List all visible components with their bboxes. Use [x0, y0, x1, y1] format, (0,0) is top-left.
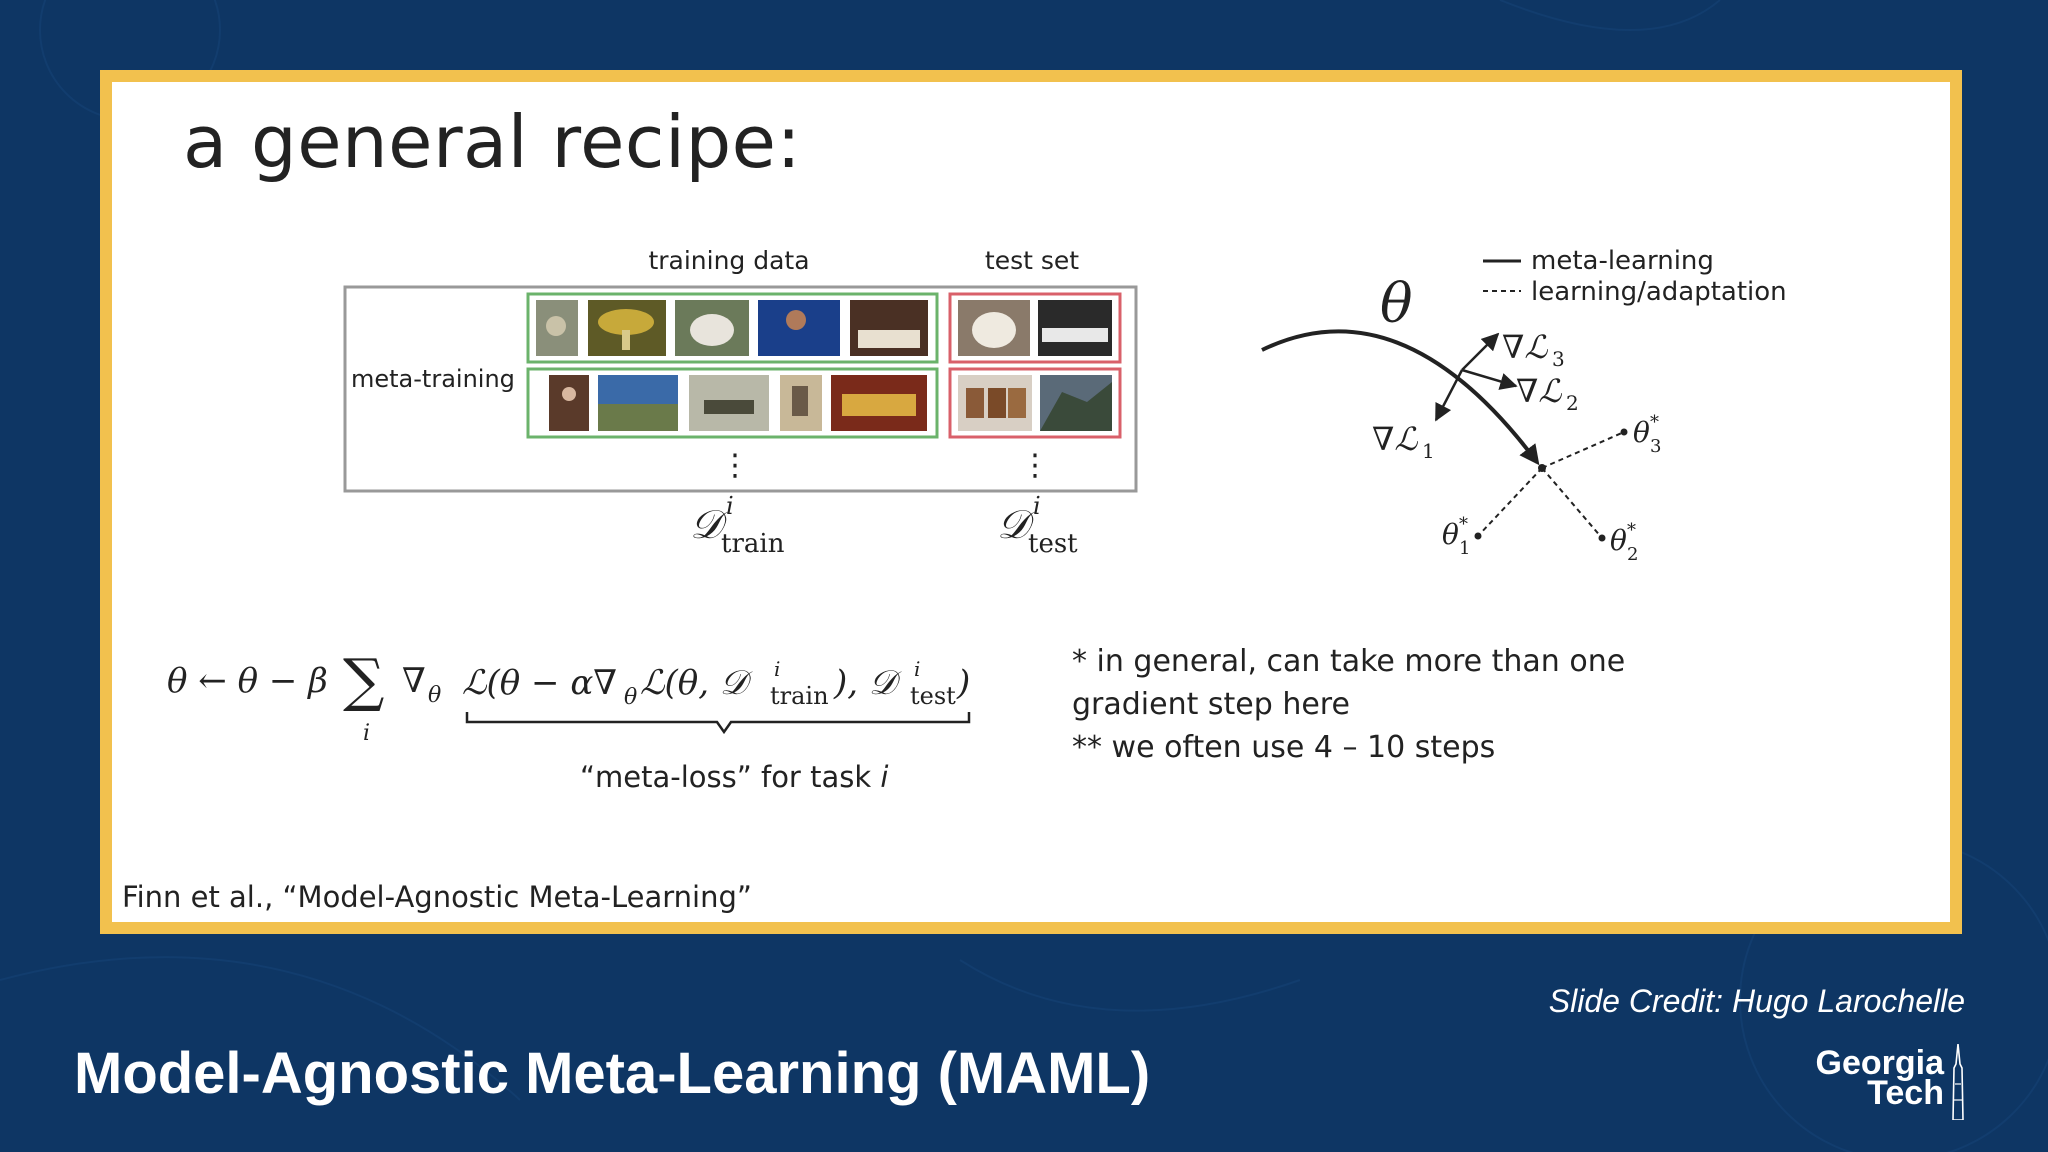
- citation: Finn et al., “Model-Agnostic Meta-Learni…: [122, 880, 752, 914]
- svg-text:θ: θ: [1633, 416, 1650, 449]
- tech-tower-icon: [1952, 1044, 1964, 1120]
- svg-text:train: train: [721, 529, 785, 559]
- header-test-set: test set: [985, 246, 1079, 275]
- maml-update-equation: θ ← θ − β ∑ i ∇ θ ℒ(θ − α∇ θ ℒ(θ, 𝒟 i tr…: [167, 646, 970, 746]
- meta-loss-underbrace: [465, 712, 971, 735]
- footnote-line-3: ** we often use 4 – 10 steps: [1072, 730, 1496, 765]
- theta2-star-label: θ * 2: [1610, 520, 1638, 565]
- slide-credit: Slide Credit: Hugo Larochelle: [1548, 983, 1965, 1019]
- legend-learning-adaptation: learning/adaptation: [1531, 277, 1787, 307]
- train-set-row-2: [526, 367, 939, 439]
- grad-l1-arrow: [1434, 369, 1464, 422]
- logo-line-2: Tech: [1867, 1074, 1944, 1112]
- logo-line-1: Georgia: [1815, 1044, 1944, 1082]
- train-set-row-1: [526, 292, 939, 364]
- svg-text:∇ℒ: ∇ℒ: [1372, 420, 1418, 458]
- svg-text:1: 1: [1459, 538, 1470, 559]
- svg-text:test: test: [910, 682, 956, 710]
- equation-sum-index: i: [363, 721, 370, 746]
- d-test-label: 𝒟 i test: [997, 492, 1078, 559]
- svg-text:2: 2: [1627, 544, 1638, 565]
- svg-text:2: 2: [1566, 391, 1579, 415]
- grad-l3-arrow: [1461, 332, 1500, 371]
- svg-text:train: train: [770, 682, 829, 710]
- svg-text:test: test: [1028, 529, 1078, 559]
- legend-meta-learning: meta-learning: [1531, 246, 1714, 276]
- svg-text:i: i: [1033, 492, 1041, 520]
- svg-text:*: *: [1650, 412, 1659, 433]
- footnote-line-1: * in general, can take more than one: [1072, 644, 1626, 679]
- georgia-tech-logo: Georgia Tech: [1790, 1044, 1970, 1120]
- adapt-line-3: [1541, 431, 1625, 469]
- svg-text:i: i: [774, 657, 780, 681]
- maml-diagram: training data test set meta-training: [167, 246, 1787, 794]
- svg-text:θ: θ: [624, 685, 637, 710]
- test-set-row-1: [948, 292, 1122, 364]
- svg-text:θ: θ: [1442, 518, 1459, 551]
- d-train-label: 𝒟 i train: [690, 492, 785, 559]
- svg-text:*: *: [1627, 520, 1636, 541]
- svg-text:ℒ(θ, 𝒟: ℒ(θ, 𝒟: [640, 663, 753, 703]
- adapt-line-1: [1477, 467, 1543, 537]
- test-set-row-2: [948, 367, 1122, 439]
- svg-text:∇ℒ: ∇ℒ: [1502, 328, 1548, 366]
- equation-loss: ℒ(θ − α∇: [462, 663, 617, 703]
- graph-legend: meta-learning learning/adaptation: [1483, 246, 1787, 307]
- svg-text:i: i: [726, 492, 734, 520]
- svg-text:), 𝒟: ), 𝒟: [833, 663, 902, 703]
- train-ellipsis: ⋮: [720, 448, 750, 483]
- svg-text:θ: θ: [1610, 524, 1627, 557]
- train-row-2-images: [549, 375, 927, 431]
- grad-l2-arrow: [1461, 368, 1518, 390]
- equation-sum: ∑: [343, 646, 384, 714]
- theta1-star-label: θ * 1: [1442, 514, 1470, 559]
- svg-text:∇ℒ: ∇ℒ: [1516, 372, 1562, 410]
- footer-title: Model-Agnostic Meta-Learning (MAML): [74, 1041, 1151, 1106]
- svg-text:3: 3: [1650, 436, 1661, 457]
- grad-l2-label: ∇ℒ 2: [1516, 372, 1579, 415]
- svg-text:3: 3: [1552, 347, 1565, 371]
- grad-l1-label: ∇ℒ 1: [1372, 420, 1435, 463]
- footnotes: * in general, can take more than one gra…: [1072, 640, 1632, 769]
- header-training-data: training data: [648, 246, 809, 275]
- svg-text:): ): [956, 663, 970, 703]
- train-row-1-images: [536, 300, 928, 356]
- adapt-line-2: [1541, 467, 1603, 539]
- svg-text:*: *: [1459, 514, 1468, 535]
- svg-text:i: i: [914, 657, 920, 681]
- test-ellipsis: ⋮: [1020, 448, 1050, 483]
- test-row-2-images: [958, 375, 1112, 431]
- theta-label: θ: [1380, 272, 1413, 335]
- theta3-star-label: θ * 3: [1633, 412, 1661, 457]
- row-label-meta-training: meta-training: [351, 365, 515, 393]
- svg-text:1: 1: [1422, 439, 1435, 463]
- meta-learning-curve: [1261, 329, 1540, 466]
- slide-frame: a general recipe: training data test set…: [100, 70, 1962, 934]
- test-row-1-images: [958, 300, 1112, 356]
- footnote-line-2: gradient step here: [1072, 687, 1350, 722]
- slide-content: a general recipe: training data test set…: [112, 82, 1950, 922]
- svg-text:θ: θ: [428, 683, 441, 708]
- svg-text:∇: ∇: [402, 661, 426, 701]
- meta-loss-label: “meta-loss” for task i: [580, 760, 888, 794]
- equation-lhs: θ ← θ − β: [167, 661, 328, 701]
- grad-l3-label: ∇ℒ 3: [1502, 328, 1565, 371]
- image-dancer: [549, 375, 589, 431]
- slide-title: a general recipe:: [183, 100, 802, 184]
